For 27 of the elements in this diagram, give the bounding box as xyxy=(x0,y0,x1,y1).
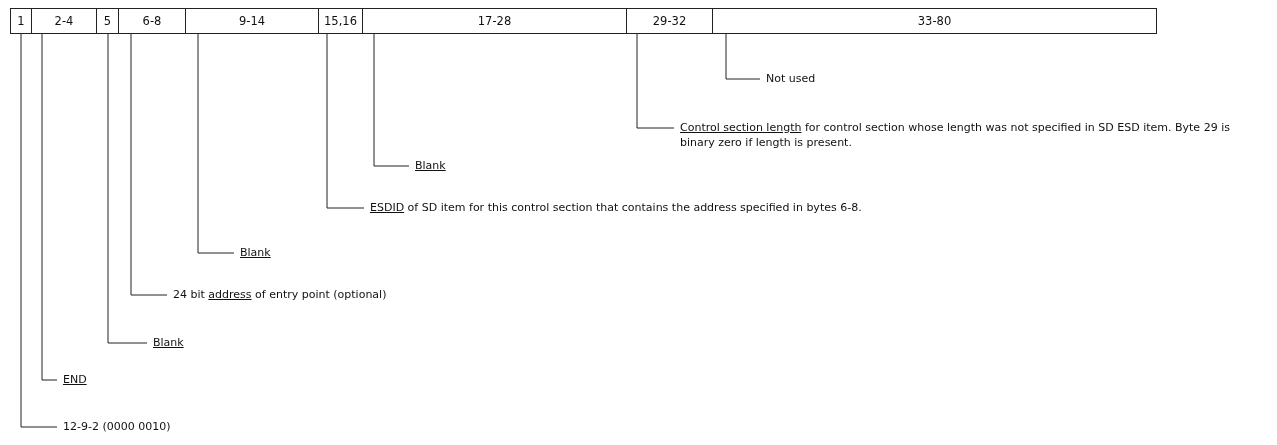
field-description: Control section length for control section whose length was not specified in SD ESD item. Byte 29 is binary zero if length is present. xyxy=(680,120,1240,150)
leader-line xyxy=(20,33,58,428)
leader-line xyxy=(725,33,761,80)
field-description: 12-9-2 (0000 0010) xyxy=(63,419,171,434)
field-cell: 17-28 xyxy=(362,8,627,34)
field-description: Not used xyxy=(766,71,816,86)
field-cell: 2-4 xyxy=(31,8,97,34)
field-cell: 5 xyxy=(96,8,119,34)
leader-line xyxy=(130,33,168,296)
field-cell: 33-80 xyxy=(712,8,1157,34)
field-description: ESDID of SD item for this control section that contains the address specified in bytes 6-8. xyxy=(370,200,862,215)
field-cell: 29-32 xyxy=(626,8,713,34)
field-description: Blank xyxy=(240,245,271,260)
field-description: Blank xyxy=(415,158,446,173)
field-cell: 6-8 xyxy=(118,8,186,34)
field-description: END xyxy=(63,372,87,387)
leader-line xyxy=(41,33,58,381)
leader-line xyxy=(197,33,235,254)
leader-line xyxy=(636,33,675,129)
field-description: 24 bit address of entry point (optional) xyxy=(173,287,387,302)
field-cell: 1 xyxy=(10,8,32,34)
leader-line xyxy=(107,33,148,344)
leader-line xyxy=(326,33,365,209)
field-cell: 15,16 xyxy=(318,8,363,34)
field-description: Blank xyxy=(153,335,184,350)
field-cell: 9-14 xyxy=(185,8,319,34)
leader-line xyxy=(373,33,410,167)
